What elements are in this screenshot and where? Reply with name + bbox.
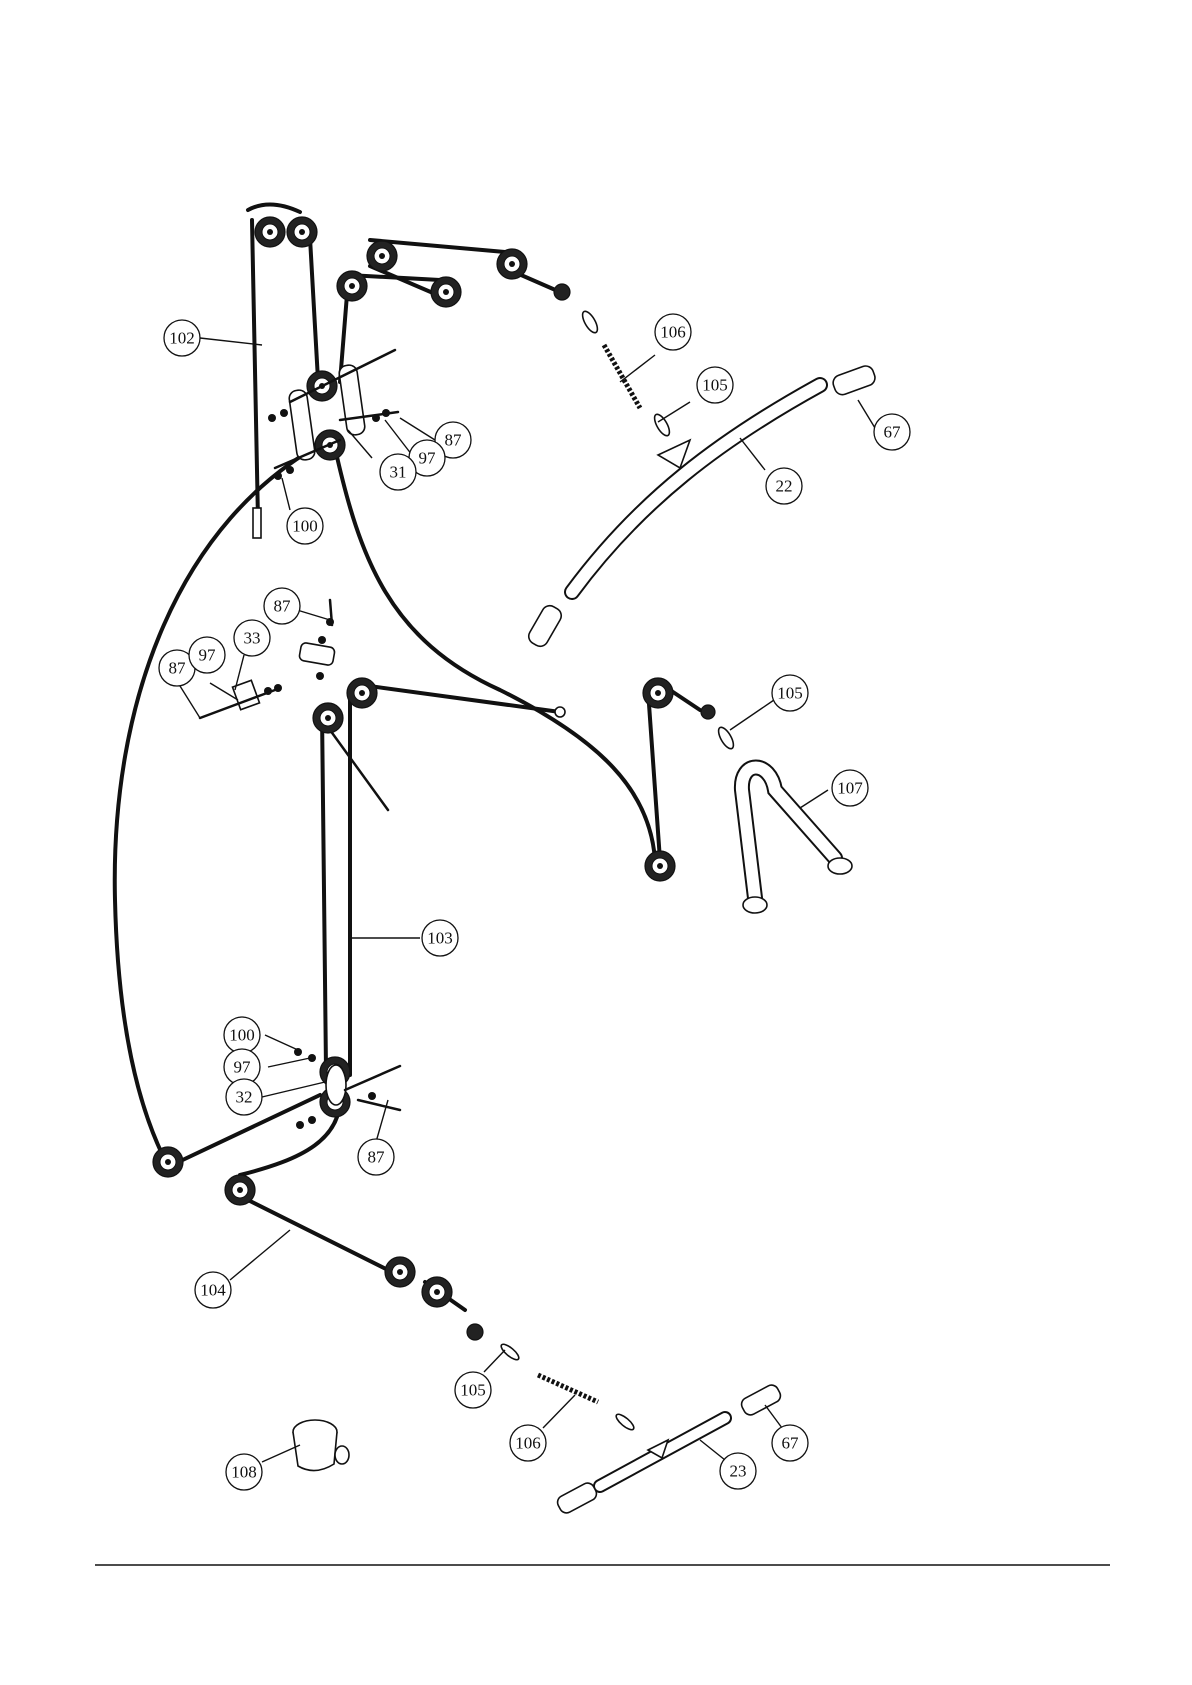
callout-label: 87 [368, 1148, 386, 1167]
pulley [287, 217, 317, 247]
callout-label: 97 [234, 1058, 252, 1077]
callout-label: 23 [730, 1462, 747, 1481]
callout-label: 31 [390, 463, 407, 482]
pulley [643, 678, 673, 708]
pulley [422, 1277, 452, 1307]
pulley [153, 1147, 183, 1177]
callout-100: 100 [287, 508, 323, 544]
callout-67: 67 [772, 1425, 808, 1461]
callout-label: 105 [460, 1381, 486, 1400]
callout-107: 107 [832, 770, 868, 806]
pulley-group [153, 217, 675, 1307]
callout-100: 100 [224, 1017, 260, 1053]
callouts: 102 106 105 67 87 97 31 22 100 87 33 87 … [159, 314, 910, 1490]
cable-long-left [115, 442, 655, 1165]
cable-104 [238, 1090, 465, 1310]
pulley [337, 271, 367, 301]
callout-33: 33 [234, 620, 270, 656]
handle-bar-23 [555, 1383, 783, 1516]
callout-105: 105 [697, 367, 733, 403]
callout-label: 107 [837, 779, 863, 798]
cable-103 [322, 680, 700, 1075]
snap-hook [554, 284, 570, 300]
callout-label: 102 [169, 329, 195, 348]
callout-label: 87 [445, 431, 463, 450]
callout-label: 100 [292, 517, 318, 536]
pulley [645, 851, 675, 881]
callout-label: 100 [229, 1026, 255, 1045]
callout-32: 32 [226, 1079, 262, 1115]
callout-label: 97 [419, 449, 437, 468]
callout-108: 108 [226, 1454, 262, 1490]
callout-label: 87 [169, 659, 187, 678]
pulley [347, 678, 377, 708]
callout-label: 105 [702, 376, 728, 395]
callout-label: 106 [660, 323, 686, 342]
callout-87: 87 [264, 588, 300, 624]
callout-105: 105 [455, 1372, 491, 1408]
pulley [313, 703, 343, 733]
pulley [255, 217, 285, 247]
callout-102: 102 [164, 320, 200, 356]
callout-label: 67 [884, 423, 902, 442]
callout-106: 106 [510, 1425, 546, 1461]
callout-label: 106 [515, 1434, 541, 1453]
callout-97: 97 [189, 637, 225, 673]
pulley [497, 249, 527, 279]
callout-label: 97 [199, 646, 217, 665]
callout-label: 104 [200, 1281, 226, 1300]
ankle-strap-108 [293, 1420, 349, 1471]
callout-23: 23 [720, 1453, 756, 1489]
callout-104: 104 [195, 1272, 231, 1308]
callout-103: 103 [422, 920, 458, 956]
pulley [225, 1175, 255, 1205]
callout-22: 22 [766, 468, 802, 504]
callout-label: 33 [244, 629, 261, 648]
callout-105: 105 [772, 675, 808, 711]
callout-label: 108 [231, 1463, 257, 1482]
callout-label: 103 [427, 929, 453, 948]
leader-lines [180, 338, 875, 1468]
callout-87: 87 [358, 1139, 394, 1175]
callout-31: 31 [380, 454, 416, 490]
callout-label: 67 [782, 1434, 800, 1453]
handle-bar-22 [526, 364, 877, 649]
pulley [385, 1257, 415, 1287]
pulley [431, 277, 461, 307]
callout-label: 87 [274, 597, 292, 616]
callout-label: 105 [777, 684, 803, 703]
callout-106: 106 [655, 314, 691, 350]
callout-label: 22 [776, 477, 793, 496]
callout-label: 32 [236, 1088, 253, 1107]
callout-67: 67 [874, 414, 910, 450]
pulley [367, 241, 397, 271]
